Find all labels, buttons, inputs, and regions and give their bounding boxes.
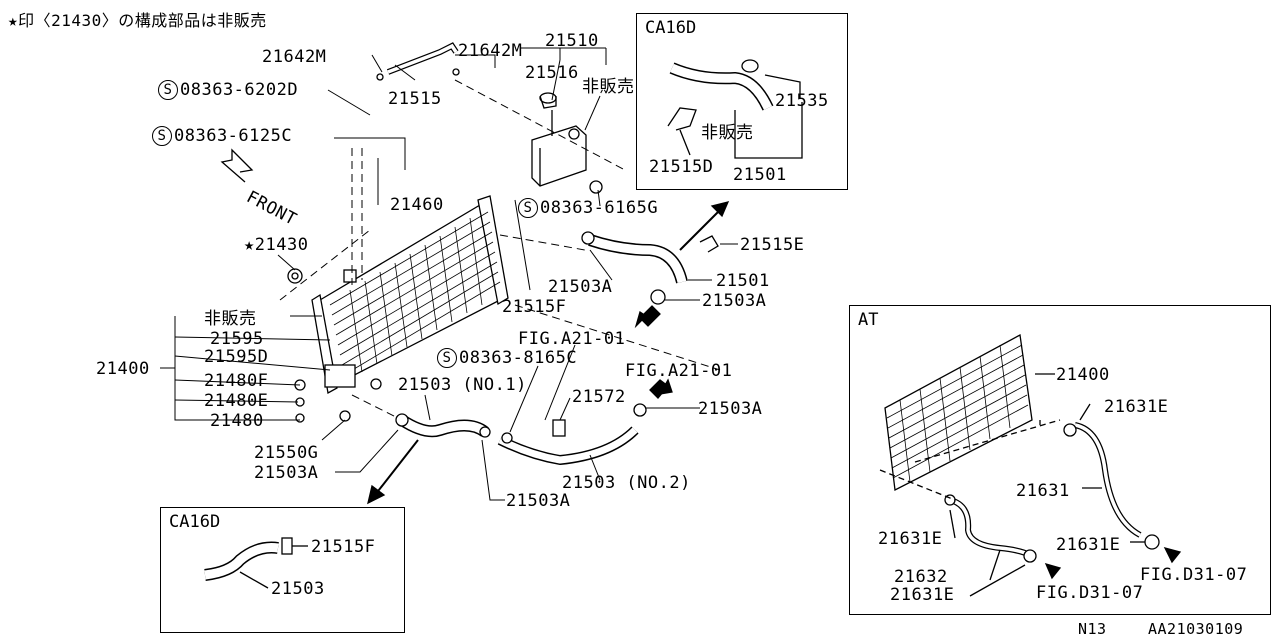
part-label-21460[interactable]: 21460 <box>390 195 444 215</box>
part-label-21480e[interactable]: 21480E <box>204 391 269 411</box>
radiator-main <box>287 195 509 395</box>
part-label-21631e-left[interactable]: 21631E <box>878 529 943 549</box>
footer-code-left: N13 <box>1078 620 1107 638</box>
inset-box-at: AT 21400 21631E 21631 21631E 21631E 2163… <box>849 305 1271 615</box>
inset-box-ca16d-bottom: CA16D 21515F 21503 <box>160 507 405 633</box>
flow-arrows <box>220 148 730 505</box>
reservoir-tank <box>531 92 603 194</box>
at-radiator-drawing <box>879 333 1182 597</box>
inset-title-ca16d-bottom: CA16D <box>169 512 221 532</box>
star-icon: ★ <box>244 235 255 255</box>
inset-title-ca16d-top: CA16D <box>645 18 697 38</box>
part-label-21535[interactable]: 21535 <box>775 91 829 111</box>
standard-part-s-icon: S <box>158 80 178 100</box>
inset-title-at: AT <box>858 310 879 330</box>
overflow-hose-21515 <box>376 42 460 81</box>
part-label-21515f[interactable]: 21515F <box>502 297 567 317</box>
part-label-21503a-upper[interactable]: 21503A <box>548 277 613 297</box>
part-label-21515[interactable]: 21515 <box>388 89 442 109</box>
ca16d-bottom-drawing <box>204 537 308 589</box>
part-label-21503-no1[interactable]: 21503 (NO.1) <box>398 375 527 395</box>
footer-code-right: AA21030109 <box>1148 620 1244 638</box>
part-label-21503a-mid[interactable]: 21503A <box>698 399 763 419</box>
part-label-21642m-left[interactable]: 21642M <box>262 47 327 67</box>
part-label-21503a-bottom[interactable]: 21503A <box>506 491 571 511</box>
dashed-guides <box>279 79 721 419</box>
figure-ref-a21-01-right[interactable]: FIG.A21-01 <box>625 361 733 381</box>
inset-box-ca16d-top: CA16D 21535 非販売 21515D 21501 <box>636 13 848 190</box>
standard-part-s-icon: S <box>518 198 538 218</box>
part-label-21430[interactable]: ★21430 <box>244 235 309 255</box>
part-label-21503-ca16d[interactable]: 21503 <box>271 579 325 599</box>
part-label-21632[interactable]: 21632 <box>894 567 948 587</box>
upper-hose-21501 <box>581 231 719 305</box>
label-not-sold-top: 非販売 <box>582 77 635 97</box>
part-label-21631[interactable]: 21631 <box>1016 481 1070 501</box>
part-label-21515f-ca16d[interactable]: 21515F <box>311 537 376 557</box>
part-label-21503a-right[interactable]: 21503A <box>702 291 767 311</box>
part-label-21515d[interactable]: 21515D <box>649 157 714 177</box>
leader-lines <box>160 47 738 501</box>
part-label-21572[interactable]: 21572 <box>572 387 626 407</box>
part-label-21501-ca16d[interactable]: 21501 <box>733 165 787 185</box>
part-label-21510[interactable]: 21510 <box>545 31 599 51</box>
part-label-21631e-right[interactable]: 21631E <box>1056 535 1121 555</box>
part-label-21400-at[interactable]: 21400 <box>1056 365 1110 385</box>
part-label-21550g[interactable]: 21550G <box>254 443 319 463</box>
standard-part-s-icon: S <box>152 126 172 146</box>
standard-part-s-icon: S <box>437 348 457 368</box>
lower-hose-assembly <box>294 379 647 466</box>
label-not-sold-left: 非販売 <box>204 309 257 329</box>
part-label-21503-no2[interactable]: 21503 (NO.2) <box>562 473 691 493</box>
label-not-sold-ca16d: 非販売 <box>701 123 754 143</box>
ca16d-top-drawing <box>667 59 803 159</box>
part-label-21503a-left[interactable]: 21503A <box>254 463 319 483</box>
part-label-21595[interactable]: 21595 <box>210 329 264 349</box>
part-label-21642m-right[interactable]: 21642M <box>458 41 523 61</box>
part-label-21631e-top[interactable]: 21631E <box>1104 397 1169 417</box>
part-label-21480f[interactable]: 21480F <box>204 371 269 391</box>
part-label-21515e[interactable]: 21515E <box>740 235 805 255</box>
part-label-21501[interactable]: 21501 <box>716 271 770 291</box>
part-label-21595d[interactable]: 21595D <box>204 347 269 367</box>
figure-ref-a21-01-left[interactable]: FIG.A21-01 <box>518 329 626 349</box>
header-note: ★印〈21430〉の構成部品は非販売 <box>8 11 267 30</box>
part-label-21400[interactable]: 21400 <box>96 359 150 379</box>
figure-ref-d31-07-left[interactable]: FIG.D31-07 <box>1036 583 1144 603</box>
figure-ref-d31-07-right[interactable]: FIG.D31-07 <box>1140 565 1248 585</box>
part-label-21480[interactable]: 21480 <box>210 411 264 431</box>
part-label-21516[interactable]: 21516 <box>525 63 579 83</box>
part-label-21631e-bottom[interactable]: 21631E <box>890 585 955 605</box>
